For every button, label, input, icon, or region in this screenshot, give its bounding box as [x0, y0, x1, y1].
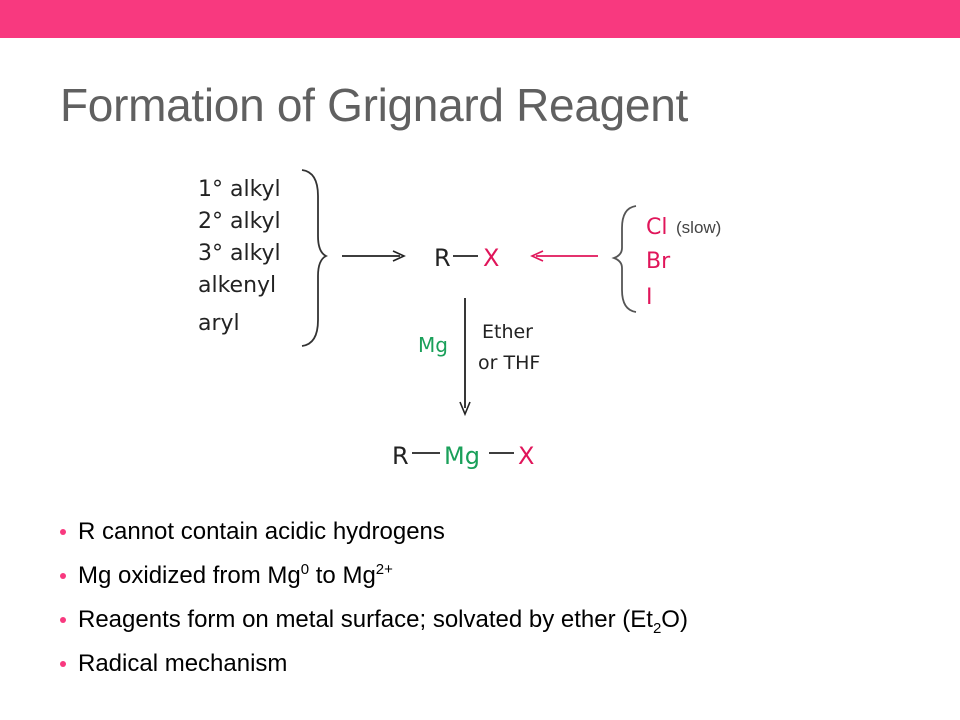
halide-formula: R X	[434, 244, 499, 272]
slow-note: (slow)	[676, 218, 721, 237]
bullet-list: R cannot contain acidic hydrogens Mg oxi…	[58, 510, 688, 686]
top-accent-bar	[0, 0, 960, 38]
reaction-arrow-head	[459, 401, 471, 417]
svg-text:R: R	[392, 442, 409, 470]
substrate-item: alkenyl	[198, 273, 276, 298]
bullet-item: Reagents form on metal surface; solvated…	[58, 598, 688, 642]
solvent-line: Ether	[482, 321, 533, 343]
svg-text:X: X	[483, 244, 499, 272]
right-curly-brace	[301, 169, 329, 347]
substrate-item: aryl	[198, 311, 240, 336]
reagent-label: Mg	[418, 333, 448, 357]
arrow-head	[392, 250, 406, 262]
solvent-line: or THF	[478, 352, 540, 374]
halide-item: Cl	[646, 215, 667, 240]
halide-list: Cl Br I	[646, 215, 671, 310]
svg-text:Mg: Mg	[444, 442, 480, 470]
product-formula: R Mg X	[392, 442, 534, 470]
left-curly-brace	[611, 205, 637, 313]
bullet-item: Mg oxidized from Mg0 to Mg2+	[58, 554, 688, 598]
bullet-item: R cannot contain acidic hydrogens	[58, 510, 688, 554]
halide-item: I	[646, 285, 653, 310]
svg-text:X: X	[518, 442, 534, 470]
substrate-item: 1° alkyl	[198, 177, 281, 202]
slide-title: Formation of Grignard Reagent	[60, 79, 688, 131]
substrate-list: 1° alkyl 2° alkyl 3° alkyl alkenyl aryl	[198, 177, 281, 336]
substrate-item: 3° alkyl	[198, 241, 281, 266]
halide-item: Br	[646, 249, 671, 274]
svg-text:R: R	[434, 244, 451, 272]
arrow-head	[530, 250, 544, 262]
substrate-item: 2° alkyl	[198, 209, 281, 234]
bullet-item: Radical mechanism	[58, 642, 688, 686]
